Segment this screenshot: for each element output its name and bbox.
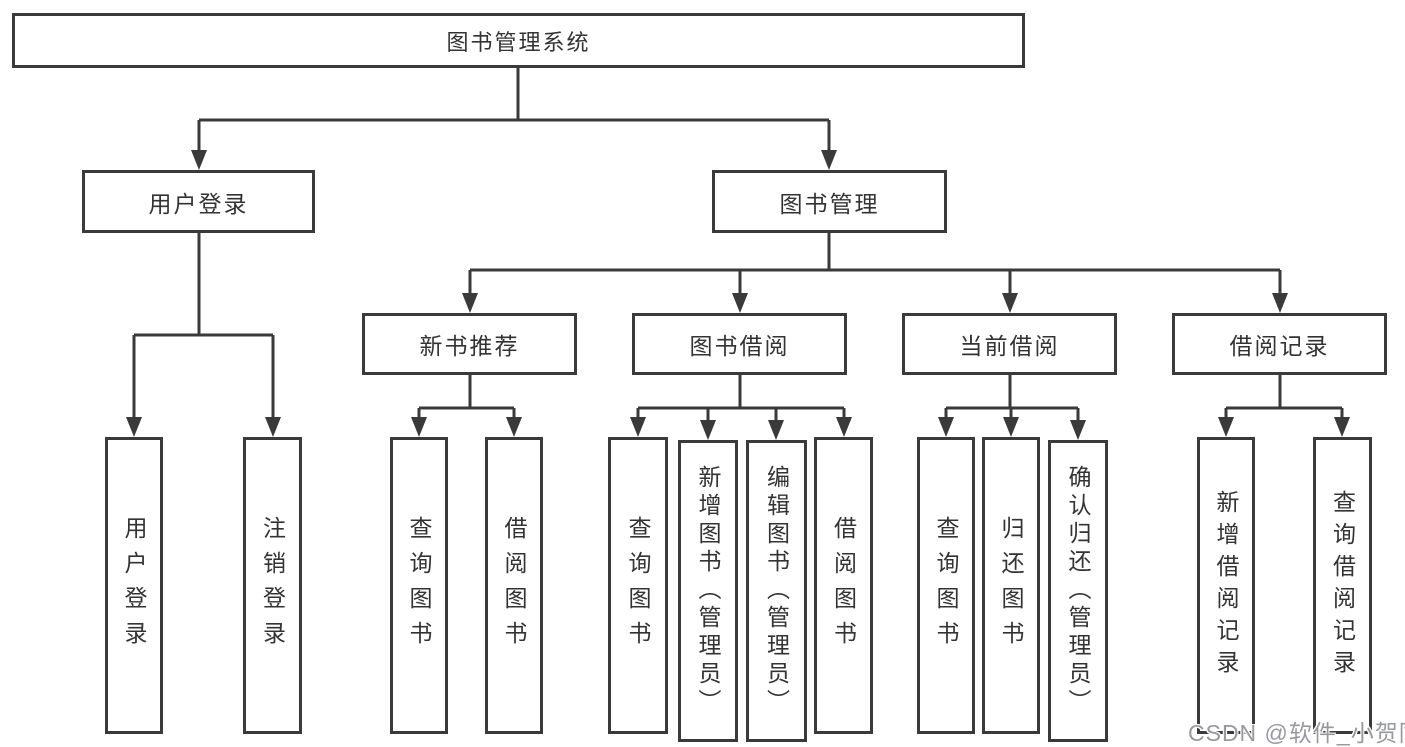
node-current-borrow: 当前借阅	[902, 313, 1117, 375]
node-new-book-recommend: 新书推荐	[362, 313, 577, 375]
node-root-system: 图书管理系统	[12, 13, 1025, 68]
node-book-management: 图书管理	[712, 170, 947, 233]
leaf-confirm-return-admin: 确认归还（管理员）	[1048, 440, 1108, 742]
leaf-edit-book-admin: 编辑图书（管理员）	[746, 440, 807, 742]
leaf-recommend-borrow-book: 借阅图书	[485, 437, 543, 734]
leaf-user-login: 用户登录	[105, 437, 163, 734]
leaf-recommend-query-book: 查询图书	[390, 437, 448, 734]
node-borrow-record: 借阅记录	[1172, 313, 1387, 375]
leaf-borrow-borrow-book: 借阅图书	[814, 437, 873, 734]
leaf-add-book-admin: 新增图书（管理员）	[678, 440, 738, 742]
leaf-logout-login: 注销登录	[243, 437, 302, 734]
arrowheads	[126, 150, 1350, 440]
leaf-add-borrow-record: 新增借阅记录	[1197, 437, 1255, 734]
leaf-borrow-query-book: 查询图书	[608, 437, 668, 734]
leaf-query-borrow-record: 查询借阅记录	[1313, 437, 1372, 734]
leaf-current-query-book: 查询图书	[917, 437, 975, 734]
csdn-watermark: CSDN @软件_小贺同学	[1188, 720, 1405, 746]
leaf-return-book: 归还图书	[982, 437, 1040, 734]
node-book-borrow: 图书借阅	[632, 313, 847, 375]
node-user-login: 用户登录	[82, 170, 315, 233]
